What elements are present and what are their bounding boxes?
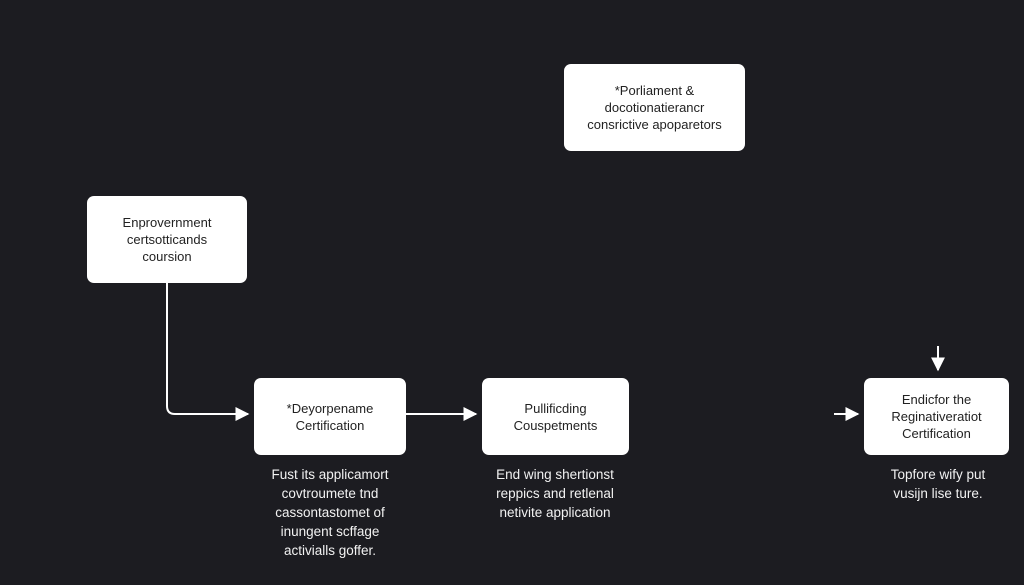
caption-deyorpename-line-5: activialls goffer. xyxy=(283,543,377,558)
caption-endicfor-line-1: Topfore wify put xyxy=(890,467,986,482)
caption-pullificding-line-1: End wing shertionst xyxy=(496,467,614,482)
node-endicfor-line-1: Endicfor the xyxy=(901,392,972,407)
caption-deyorpename-line-3: cassontastomet of xyxy=(275,505,385,520)
node-deyorpename-line-1: *Deyorpename xyxy=(286,400,374,416)
node-endicfor[interactable]: Endicfor the Reginativeratiot Certificat… xyxy=(864,378,1009,455)
node-pullificding-line-2: Couspetments xyxy=(513,417,598,433)
node-top-right[interactable]: *Porliament & docotionatierancr consrict… xyxy=(564,64,745,151)
caption-deyorpename-line-2: covtroumete tnd xyxy=(281,486,379,501)
node-top-right-line-2: docotionatierancr xyxy=(604,100,705,115)
node-pullificding-line-1: Pullificding xyxy=(524,400,587,416)
caption-endicfor-line-2: vusijn lise ture. xyxy=(893,486,983,501)
caption-pullificding-line-2: reppics and retlenal xyxy=(496,486,614,501)
node-endicfor-line-3: Certification xyxy=(902,426,971,441)
node-deyorpename[interactable]: *Deyorpename Certification xyxy=(254,378,406,455)
node-start-line-3: coursion xyxy=(142,249,192,264)
caption-deyorpename-line-1: Fust its applicamort xyxy=(271,467,389,482)
node-pullificding[interactable]: Pullificding Couspetments xyxy=(482,378,629,455)
caption-pullificding: End wing shertionst reppics and retlenal… xyxy=(465,465,645,522)
node-top-right-line-1: *Porliament & xyxy=(614,83,695,98)
node-deyorpename-line-2: Certification xyxy=(295,417,365,433)
caption-deyorpename: Fust its applicamort covtroumete tnd cas… xyxy=(240,465,420,560)
caption-deyorpename-line-4: inungent scffage xyxy=(280,524,380,539)
node-endicfor-line-2: Reginativeratiot xyxy=(891,409,982,424)
caption-pullificding-line-3: netivite application xyxy=(499,505,611,520)
node-start-line-1: Enprovernment xyxy=(122,215,212,230)
node-start-line-2: certsotticands xyxy=(126,232,208,247)
node-start[interactable]: Enprovernment certsotticands coursion xyxy=(87,196,247,283)
edge-start-to-deyorpename xyxy=(166,283,250,421)
caption-endicfor: Topfore wify put vusijn lise ture. xyxy=(856,465,1020,503)
node-top-right-line-3: consrictive apoparetors xyxy=(587,117,722,132)
